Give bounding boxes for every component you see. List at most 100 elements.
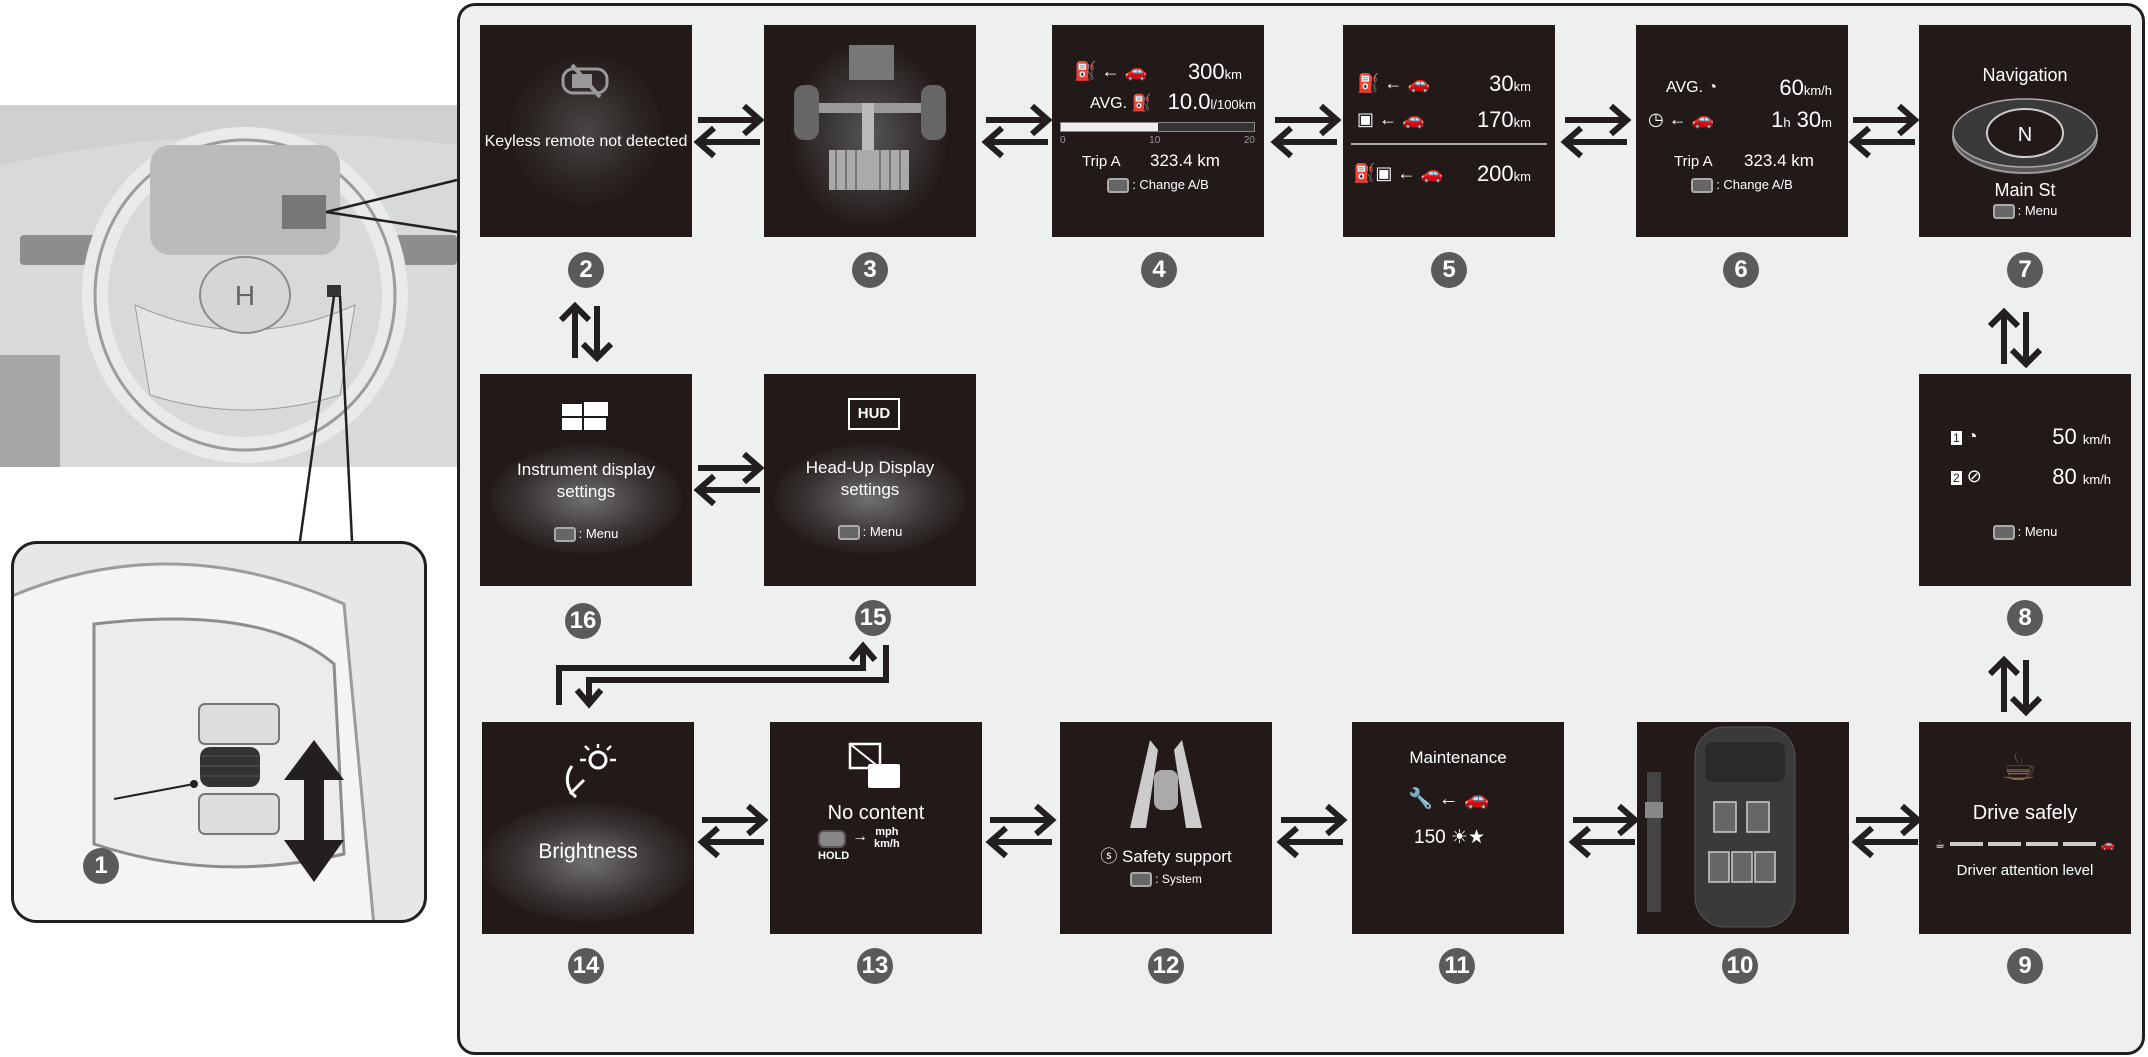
driver-attention-label: Driver attention level (1956, 862, 2094, 879)
screen-power-flow (764, 25, 976, 237)
fuel-pump-icon: ⛽ (1074, 61, 1097, 81)
speed-limiter-icon: ◔ (1966, 426, 1978, 446)
powertrain-image (789, 40, 949, 230)
kmh-label: km/h (874, 838, 900, 850)
hold-label: HOLD (818, 850, 850, 862)
hint-text: : Change A/B (1132, 177, 1209, 192)
svg-text:H: H (235, 280, 255, 311)
screen-speed-limit-memory: 1 ◔ 50 km/h 2 ⊘ 80 km/h : Menu (1919, 374, 2131, 586)
unit: h (1783, 115, 1791, 130)
unit: m (1821, 115, 1832, 130)
seatbelt-car-topview (1645, 726, 1796, 928)
safety-support-car-icon (1130, 740, 1202, 828)
step-number-4: 4 (1141, 252, 1177, 288)
gauge-tick: 10 (1149, 135, 1161, 146)
brightness-title: Brightness (538, 840, 638, 863)
step-number-12: 12 (1148, 948, 1184, 984)
maintenance-value: 150 (1414, 827, 1446, 848)
steering-button-icon (1107, 178, 1130, 194)
step-number-2: 2 (568, 252, 604, 288)
steering-button-icon (1992, 525, 2015, 541)
steering-button-icon (553, 527, 576, 543)
fuel-range-value: 30 (1489, 71, 1514, 96)
hud-title-line2: settings (840, 480, 900, 499)
car-icon: 🚗 (1124, 61, 1147, 81)
hint-text: : System (1155, 872, 1202, 886)
screen-maintenance: Maintenance 🔧 ← 🚗 150 ☀★ (1352, 722, 1564, 934)
screen-navigation: Navigation N Main St : Menu (1919, 25, 2131, 237)
step-number-13: 13 (857, 948, 893, 984)
steering-button-icon (1992, 204, 2015, 220)
fuel-economy-gauge (1060, 122, 1255, 132)
steering-button-icon (1691, 178, 1714, 194)
hud-title-line1: Head-Up Display (805, 458, 935, 477)
trip-label: Trip A (1082, 153, 1121, 170)
brightness-icon (565, 744, 616, 799)
keyless-message: Keyless remote not detected (484, 133, 688, 150)
avg-speed-value: 60 (1779, 75, 1804, 100)
sun-star-icon: ☀★ (1450, 827, 1486, 848)
speed-unit: km/h (1803, 83, 1832, 98)
screen-safety-support: ⓢ Safety support : System (1060, 722, 1272, 934)
avg-fuel-value: 10.0 (1167, 89, 1211, 114)
screen-avg-speed-time: AVG. ◔ 60km/h ◷ ← 🚗 1h 30m Trip A 323.4 … (1636, 25, 1848, 237)
steering-button-icon (1130, 872, 1153, 888)
no-content-title: No content (827, 802, 925, 824)
steering-switch-closeup (11, 541, 427, 923)
range-unit: km (1224, 67, 1242, 82)
screen-keyless-remote: Keyless remote not detected (480, 25, 692, 237)
attention-level-bar: ☕🚗 (1935, 838, 2116, 851)
step-number-9: 9 (2007, 948, 2043, 984)
memory-2-badge: 2 (1951, 471, 1962, 485)
dashboard-illustration: H (0, 105, 457, 467)
speed-limiter-off-icon: ⊘ (1966, 466, 1982, 486)
unit: km (1513, 115, 1531, 130)
thumbwheel-icon (818, 830, 846, 848)
unit: km/h (2082, 432, 2111, 447)
car-icon: 🚗 (1407, 73, 1430, 93)
street-name: Main St (1994, 180, 2056, 200)
battery-range-value: 170 (1476, 107, 1514, 132)
compass-n: N (2018, 124, 2032, 146)
avg-label: AVG. (1666, 79, 1704, 96)
coffee-cup-icon: ☕ (2001, 745, 2037, 789)
hint-text: : Menu (2017, 524, 2058, 539)
unit: km (1513, 79, 1531, 94)
hint-text: : Menu (862, 524, 903, 539)
steering-button-icon (837, 525, 860, 541)
display-cycle-frame (457, 3, 2145, 1055)
drive-safely-title: Drive safely (1972, 802, 2078, 824)
time-minutes: 30 (1796, 107, 1822, 132)
divider (1351, 143, 1547, 145)
steering-wheel-image: H (0, 105, 457, 467)
fuel-pump-icon: ⛽ (1357, 73, 1380, 93)
maintenance-title: Maintenance (1409, 748, 1507, 767)
step-number-14: 14 (568, 948, 604, 984)
compass-icon: N (1952, 98, 2098, 174)
speed-1-value: 50 (2052, 424, 2077, 449)
trip-label: Trip A (1674, 153, 1713, 170)
keyless-remote-off-icon (561, 63, 609, 99)
car-icon: 🚗 (1402, 109, 1425, 129)
step-number-16: 16 (565, 603, 601, 639)
step-number-15: 15 (855, 600, 891, 636)
screen-instrument-display-settings: Instrument display settings : Menu (480, 374, 692, 586)
speed-2-value: 80 (2052, 464, 2077, 489)
speedometer-icon: ◔ (1707, 79, 1718, 96)
step-number-6: 6 (1723, 252, 1759, 288)
gauge-tick: 0 (1060, 135, 1066, 146)
fuel-economy-icon: ⛽ (1131, 95, 1152, 112)
arrow-left-icon: ← (1101, 61, 1120, 81)
instrument-title-line2: settings (556, 482, 616, 501)
screen-driver-attention: ☕ Drive safely ☕🚗 Driver attention level (1919, 722, 2131, 934)
step-number-8: 8 (2007, 600, 2043, 636)
total-range-value: 200 (1476, 161, 1514, 186)
no-content-icon (848, 742, 900, 788)
mph-label: mph (875, 826, 899, 838)
screen-seatbelt-reminder (1637, 722, 1849, 934)
memory-1-badge: 1 (1951, 431, 1962, 445)
range-value: 300 (1187, 59, 1225, 84)
avg-fuel-unit: l/100km (1210, 97, 1256, 112)
